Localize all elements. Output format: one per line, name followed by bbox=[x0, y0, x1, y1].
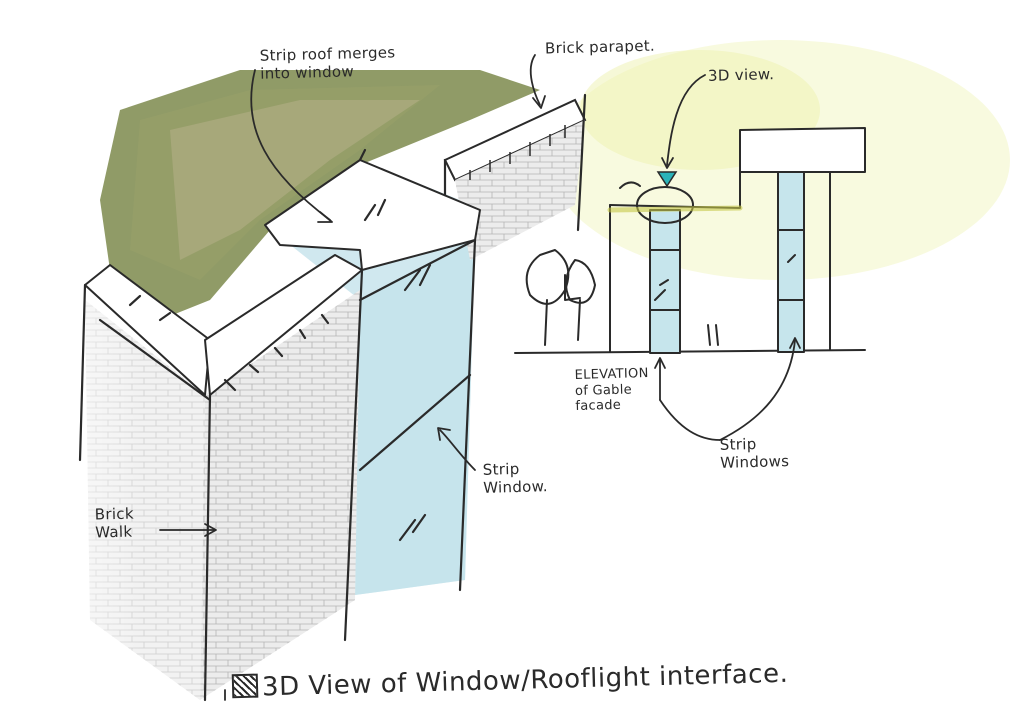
green-roof bbox=[100, 70, 540, 320]
hatched-square-icon bbox=[231, 673, 259, 699]
brick-wall-front bbox=[0, 280, 360, 720]
brick-parapet-rear bbox=[443, 98, 587, 260]
label-strip-roof: Strip roof merges into window bbox=[260, 43, 397, 83]
label-strip-roof-line1: Strip roof merges bbox=[259, 43, 396, 65]
strip-window bbox=[265, 160, 485, 595]
label-strip-window-line2: Window. bbox=[483, 477, 549, 497]
coping-front bbox=[84, 159, 481, 396]
label-elevation-line1: ELEVATION bbox=[574, 366, 649, 383]
view-marker bbox=[656, 171, 678, 188]
label-elevation: ELEVATION of Gable facade bbox=[574, 366, 649, 415]
label-brick-parapet: Brick parapet. bbox=[544, 36, 656, 58]
label-brick-wall: Brick Walk bbox=[95, 504, 135, 541]
label-strip-window: Strip Window. bbox=[483, 459, 549, 497]
sketch-linework bbox=[78, 93, 587, 702]
label-3d-view: 3D view. bbox=[707, 65, 775, 85]
label-brick-wall-line1: Brick bbox=[94, 504, 135, 524]
label-strip-window-line1: Strip bbox=[482, 459, 520, 479]
label-brick-wall-line2: Walk bbox=[95, 522, 133, 542]
elevation-drawing bbox=[514, 127, 866, 354]
label-strip-roof-line2: into window bbox=[260, 62, 355, 83]
label-strip-windows-line1: Strip bbox=[719, 434, 757, 454]
label-elevation-line3: facade bbox=[575, 397, 622, 415]
leader-arrows bbox=[159, 54, 801, 701]
label-strip-windows: Strip Windows bbox=[720, 434, 790, 472]
label-strip-windows-line2: Windows bbox=[720, 452, 790, 472]
